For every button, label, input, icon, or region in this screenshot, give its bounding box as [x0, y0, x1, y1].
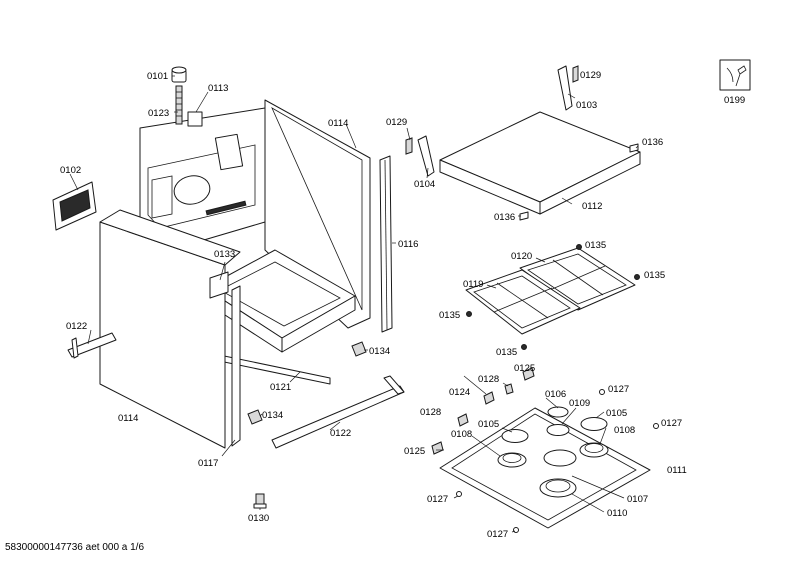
left-side-panel-part: [99, 209, 241, 449]
hose-part-0123: [175, 85, 183, 125]
label-0111: 0111: [667, 465, 687, 476]
label-0105-left: 0105: [478, 419, 499, 430]
label-0123: 0123: [148, 108, 169, 119]
label-0112: 0112: [582, 201, 602, 212]
label-0134-lower: 0134: [262, 410, 283, 421]
clip-part-0134-lower: [247, 409, 263, 425]
part-labels: 0101 0113 0123 0114 0102 0129 0104 0129 …: [60, 70, 745, 540]
clip-part-0134-upper: [351, 341, 367, 357]
label-0128-left: 0128: [420, 407, 441, 418]
label-0102: 0102: [60, 165, 81, 176]
burner-0109: [546, 406, 570, 436]
label-0109: 0109: [569, 398, 590, 409]
burner-0110: [539, 449, 577, 498]
hinge-part-0104: [405, 135, 435, 177]
label-0133: 0133: [214, 249, 235, 260]
label-0105-right: 0105: [606, 408, 627, 419]
label-0136-left: 0136: [494, 212, 515, 223]
foot-rail-left-part: [67, 332, 117, 359]
label-0106: 0106: [545, 389, 566, 400]
label-0116: 0116: [398, 239, 418, 250]
label-0128-top: 0128: [478, 374, 499, 385]
rubber-feet-0135: [466, 244, 640, 350]
label-0117: 0117: [198, 458, 218, 469]
label-0135-right: 0135: [644, 270, 665, 281]
document-id-footer: 58300000147736 aet 000 a 1/6: [5, 542, 145, 553]
vertical-profile-part: [379, 155, 393, 333]
label-0120: 0120: [511, 251, 532, 262]
label-0127-right: 0127: [661, 418, 682, 429]
label-0127-left: 0127: [427, 494, 448, 505]
label-0114-right: 0114: [328, 118, 348, 129]
label-0127-top: 0127: [608, 384, 629, 395]
label-0127-bottom: 0127: [487, 529, 508, 540]
rear-grill-part: [52, 181, 97, 231]
label-0110: 0110: [607, 508, 627, 519]
label-0104: 0104: [414, 179, 435, 190]
burner-0108-left: [497, 429, 529, 468]
foot-part-0130: [253, 493, 267, 509]
label-0122-left: 0122: [66, 321, 87, 332]
label-0122-right: 0122: [330, 428, 351, 439]
label-0199: 0199: [724, 95, 745, 106]
label-0101: 0101: [147, 71, 168, 82]
back-panel-part: [139, 107, 266, 251]
label-0108-right: 0108: [614, 425, 635, 436]
label-0121: 0121: [270, 382, 291, 393]
label-0136-right: 0136: [642, 137, 663, 148]
label-0114-left: 0114: [118, 413, 138, 424]
front-strip-part: [231, 285, 241, 447]
pan-support-left: [465, 269, 581, 335]
label-0103: 0103: [576, 100, 597, 111]
label-0135-bottom: 0135: [496, 347, 517, 358]
label-0135-top: 0135: [585, 240, 606, 251]
hinge-part-0103: [557, 65, 579, 111]
burner-0108-right: [579, 417, 609, 458]
label-0134-upper: 0134: [369, 346, 390, 357]
small-parts: [431, 367, 659, 533]
leader-lines: [69, 75, 639, 533]
label-0129-right: 0129: [580, 70, 601, 81]
label-0124: 0124: [449, 387, 470, 398]
label-0108-left: 0108: [451, 429, 472, 440]
label-0129-left: 0129: [386, 117, 407, 128]
label-0125-top: 0125: [514, 363, 535, 374]
cap-part-0101: [171, 66, 187, 83]
lid-part: [439, 111, 641, 215]
pad-part-0136: [519, 143, 639, 221]
label-0130: 0130: [248, 513, 269, 524]
label-0119: 0119: [463, 279, 483, 290]
label-0125-left: 0125: [404, 446, 425, 457]
label-0107: 0107: [627, 494, 648, 505]
foot-rail-right-part: [271, 375, 405, 449]
service-tool-icon: [719, 59, 751, 91]
label-0113: 0113: [208, 83, 228, 94]
label-0135-left: 0135: [439, 310, 460, 321]
